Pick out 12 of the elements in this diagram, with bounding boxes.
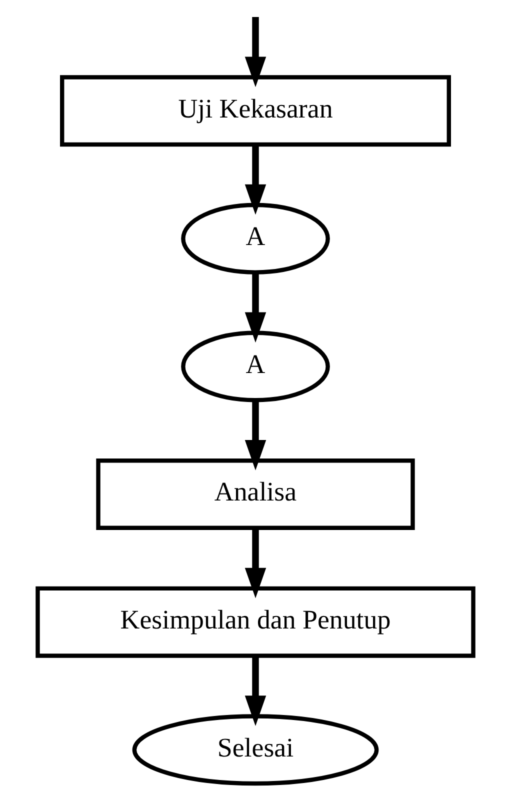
arrow — [244, 400, 266, 470]
arrow — [244, 144, 266, 215]
arrow — [244, 272, 266, 343]
node-ellipse: A — [181, 202, 330, 274]
node-ellipse: A — [181, 330, 330, 402]
node-box: Kesimpulan dan Penutup — [36, 586, 476, 658]
node-box: Analisa — [96, 458, 415, 530]
arrow — [244, 16, 266, 88]
arrow — [244, 528, 266, 598]
node-box: Uji Kekasaran — [60, 75, 451, 147]
node-ellipse: Selesai — [132, 714, 379, 786]
arrow — [244, 656, 266, 726]
